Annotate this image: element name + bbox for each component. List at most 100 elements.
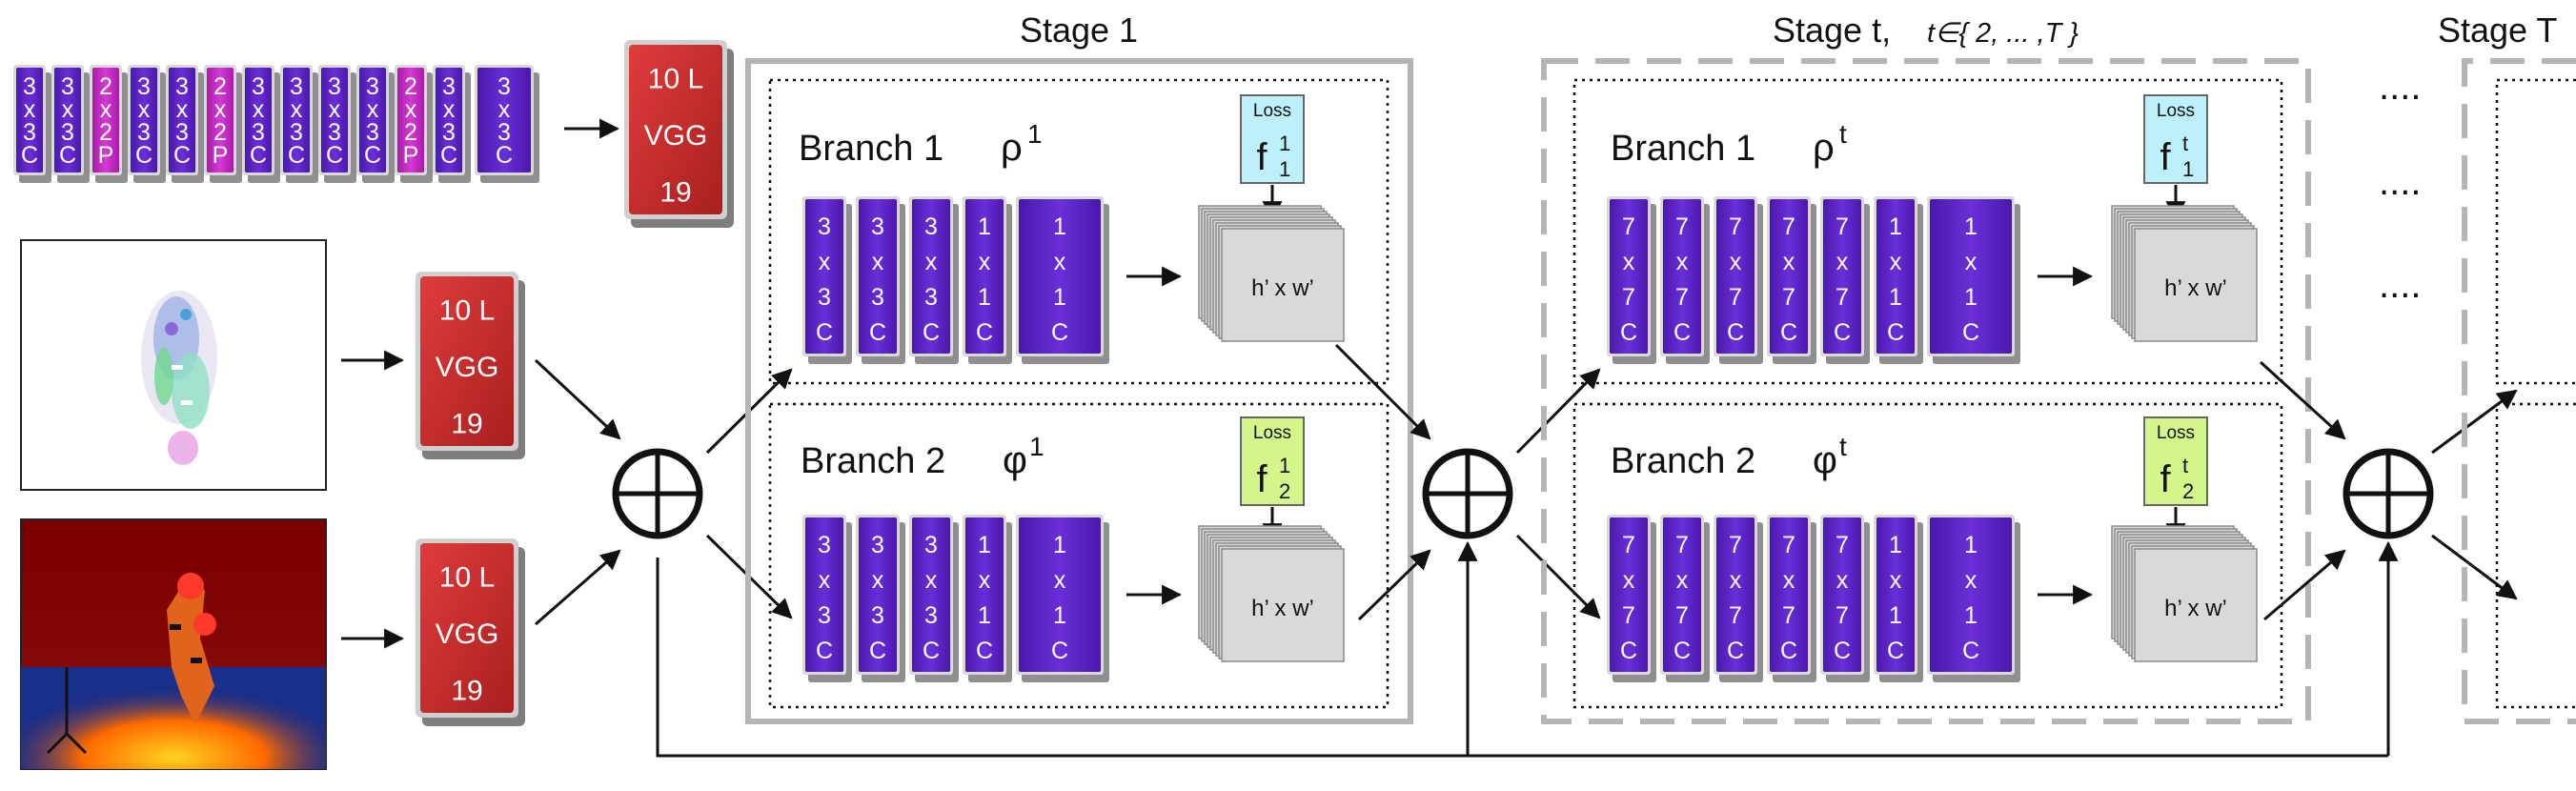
vgg-text: 19 [451,675,482,706]
layer-text: 7 [1729,213,1742,240]
layer-text: 3 [290,119,303,146]
layer-text: x [1965,567,1978,594]
layer-text: 7 [1782,284,1795,311]
concat2-to-branch1-arrow [1515,368,1601,455]
layer-text: 7 [1729,602,1742,629]
ellipsis-1: .... [2379,66,2421,108]
vgg-text: 10 L [439,295,495,327]
stageT-branch2-box [2495,402,2576,709]
loss-label: Loss [1253,101,1291,121]
loss-label: Loss [2157,423,2195,443]
layer-text: 3 [175,73,189,100]
layer-text: x [1890,249,1902,275]
loss-sup: t [2182,454,2188,477]
layer-text: C [923,319,940,346]
branch-symbol: φ [1003,439,1027,481]
ellipsis-3: .... [2379,264,2421,306]
layer-text: 7 [1782,602,1795,629]
layer-text: 2 [404,73,417,100]
stage1-branch1-box [768,78,1389,385]
stageT-box [2462,58,2576,724]
layer-text: 3 [924,602,938,629]
layer-text: C [1834,319,1851,346]
loss-f: f [1256,136,1268,178]
loss-sub: 2 [2182,479,2194,503]
layer-text: x [979,249,991,275]
staget-range: t∈{ 2, ... ,T } [1927,18,2079,49]
output-size-label: h’ x w’ [2164,275,2227,301]
layer-text: x [872,567,884,594]
layer-text: 7 [1836,532,1849,558]
part-affinity-image [20,239,327,491]
layer-text: 7 [1675,532,1689,558]
stage1-branch2-box [768,402,1389,709]
layer-text: 3 [497,119,511,146]
layer-text: C [1834,638,1851,664]
layer-text: x [1836,249,1849,275]
layer-text: 7 [1782,532,1795,558]
concat-node-1 [612,448,703,539]
branch-label: Branch 1 [799,129,943,169]
loss-label: Loss [1253,423,1291,443]
stage1-box [745,58,1413,724]
branch-symbol-sup: 1 [1029,432,1045,461]
layer-text: x [498,96,511,123]
layer-text: x [1730,567,1742,594]
branch-symbol: ρ [1001,127,1023,169]
layer-text: 7 [1729,532,1742,558]
layer-text: 3 [61,73,74,100]
loss-sub: 2 [1279,479,1290,503]
loss-sub: 1 [2182,157,2194,181]
layer-text: x [176,96,189,123]
layer-text: x [1836,567,1849,594]
layer-text: x [1730,249,1742,275]
layer-text: 3 [924,213,938,240]
vgg1-to-concat-arrow [534,358,621,440]
layer-text: 3 [871,532,884,558]
layer-text: P [403,142,419,169]
layer-text: P [213,142,229,169]
layer-text: x [1676,567,1689,594]
output-size-label: h’ x w’ [2164,596,2227,621]
layer-text: 3 [61,119,74,146]
layer-text: 2 [213,73,227,100]
layer-text: 3 [442,73,456,100]
vgg-text: 10 L [648,64,703,95]
layer-text: 7 [1675,284,1689,311]
layer-text: C [440,142,457,169]
layer-text: 3 [871,284,884,311]
layer-text: x [1783,249,1795,275]
branch-symbol-sup: 1 [1027,119,1043,149]
vgg-text: VGG [644,120,708,152]
loss-sup: 1 [1279,132,1290,155]
layer-text: x [872,249,884,275]
layer-text: 3 [175,119,189,146]
layer-text: C [326,142,343,169]
layer-text: 3 [328,119,341,146]
layer-text: x [819,567,831,594]
layer-text: 3 [366,73,379,100]
layer-text: C [1727,638,1744,664]
layer-text: 3 [818,213,831,240]
layer-text: 2 [99,119,112,146]
layer-text: C [135,142,152,169]
layer-text: 3 [252,119,265,146]
